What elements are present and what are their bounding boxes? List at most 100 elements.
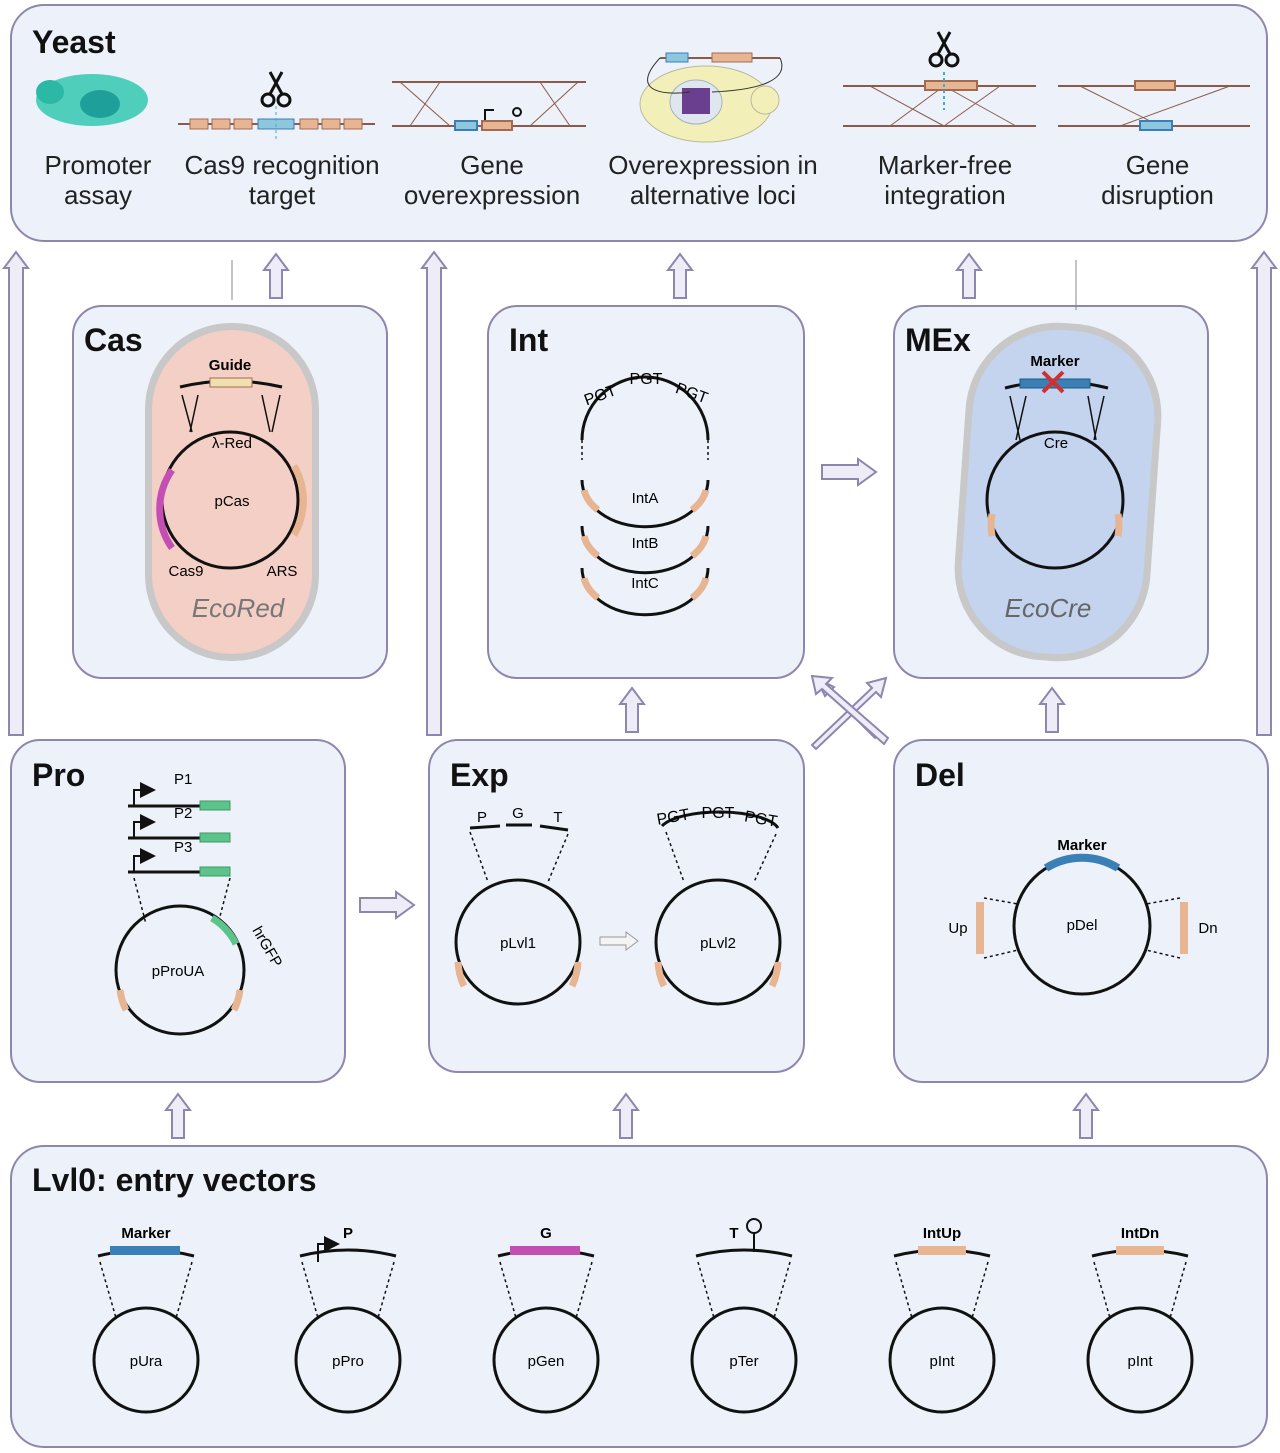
cas-guide-label: Guide [209, 357, 252, 374]
yeast-cell-icon [36, 74, 148, 126]
mex-title: MEx [905, 322, 971, 358]
entry-part-label: IntUp [923, 1225, 961, 1242]
arrow-cross-del-int-body [810, 674, 890, 746]
dashed-connector [895, 1261, 913, 1319]
int-ring-label: IntB [632, 535, 659, 552]
label-line: integration [884, 180, 1006, 210]
dashed-connector [175, 1261, 193, 1319]
gene-disruption-icon [1058, 80, 1250, 131]
cas-cell [145, 260, 319, 661]
arrow-up-tall-mid [420, 250, 448, 736]
pro-hrgfp-label: hrGFP [249, 924, 286, 971]
dashed-connector [301, 1261, 319, 1319]
backbone-circle [492, 1306, 600, 1414]
exp-pgt-label: PGT [702, 805, 735, 822]
dashed-connector [773, 1261, 791, 1319]
entry-vector-label: pInt [929, 1353, 955, 1370]
arrow-up-cas-yeast [262, 252, 290, 299]
exp-part-label: P [477, 809, 487, 826]
cas-plasmid-label: pCas [214, 493, 249, 510]
entry-vector-pint: IntUp pInt [888, 1225, 996, 1414]
arrow-up-lvl0-del [1072, 1092, 1100, 1139]
entry-vector-label: pPro [332, 1353, 364, 1370]
pro-p1-label: P1 [174, 771, 192, 788]
entry-part-label: P [343, 1225, 353, 1242]
fragment-line [299, 1248, 397, 1258]
del-panel [893, 739, 1269, 1083]
mex-strain-label: EcoCre [1005, 593, 1092, 623]
pro-plasmid [114, 782, 246, 1036]
arrow-right-int-mex [821, 457, 878, 487]
int-part [918, 1246, 966, 1255]
backbone-circle [690, 1306, 798, 1414]
pro-p2-label: P2 [174, 805, 192, 822]
cas-red-label: λ-Red [212, 435, 252, 452]
lvl0-panel [10, 1145, 1268, 1448]
backbone-circle [92, 1306, 200, 1414]
label-line: disruption [1101, 180, 1214, 210]
cas9-target-icon [178, 106, 375, 140]
dashed-connector [971, 1261, 989, 1319]
del-plasmid-label: pDel [1067, 917, 1098, 934]
scissors-icon [928, 31, 960, 68]
entry-part-label: Marker [121, 1225, 170, 1242]
label-line: target [248, 180, 316, 210]
int-pgt-label: PGT [582, 382, 619, 409]
arrow-right-pro-exp [359, 890, 416, 920]
arrow-up-lvl0-pro [164, 1092, 192, 1139]
dashed-connector [1093, 1261, 1111, 1319]
int-ring-label: IntC [631, 575, 659, 592]
entry-vector-label: pUra [130, 1353, 163, 1370]
int-plasmid-stack [580, 375, 710, 617]
backbone-circle [294, 1306, 402, 1414]
dashed-connector [499, 1261, 517, 1319]
gene-part [510, 1246, 580, 1255]
exp-part-label: G [512, 805, 524, 822]
entry-vector-pura: Marker pUra [92, 1225, 200, 1414]
promoter-arrow-icon [317, 1236, 340, 1262]
backbone-circle [1086, 1306, 1194, 1414]
entry-vector-label: pInt [1127, 1353, 1153, 1370]
entry-part-label: IntDn [1121, 1225, 1159, 1242]
cas-ars-label: ARS [267, 563, 298, 580]
entry-vector-label: pTer [729, 1353, 758, 1370]
label-line: Promoter [44, 150, 152, 180]
pro-plasmid-label: pProUA [152, 963, 205, 980]
del-title: Del [915, 757, 965, 793]
exp-plasmids [454, 810, 782, 1006]
terminator-icon [746, 1218, 762, 1234]
alternative-loci-icon [639, 52, 783, 143]
lvl0-vectors: MarkerpUraPpProGpGenTpTerIntUppIntIntDnp… [92, 1218, 1194, 1414]
label-line: Overexpression in [608, 150, 818, 180]
arrow-up-mex-yeast [955, 252, 983, 299]
exp-part-label: T [553, 809, 562, 826]
pro-title: Pro [32, 757, 86, 793]
backbone-circle [888, 1306, 996, 1414]
int-part [1116, 1246, 1164, 1255]
label-line: alternative loci [629, 180, 797, 210]
exp-title: Exp [450, 757, 509, 793]
cas-title: Cas [84, 322, 143, 358]
arrow-up-lvl0-exp [612, 1092, 640, 1139]
label-line: Marker-free [877, 150, 1013, 180]
cas-cas9-label: Cas9 [168, 563, 203, 580]
dashed-connector [697, 1261, 715, 1319]
del-plasmid [976, 853, 1188, 996]
entry-vector-label: pGen [528, 1353, 565, 1370]
mex-cre-label: Cre [1044, 435, 1068, 452]
exp-plasmid2-label: pLvl2 [700, 935, 736, 952]
int-ring-label: IntA [632, 490, 659, 507]
marker-free-integration-icon [843, 72, 1036, 127]
dashed-connector [575, 1261, 593, 1319]
del-marker-label: Marker [1057, 837, 1106, 854]
exp-pgt-label: PGT [656, 806, 692, 828]
arrow-up-tall-left [2, 250, 30, 736]
label-line: Gene [460, 150, 524, 180]
int-pgt-label: PGT [673, 380, 710, 407]
